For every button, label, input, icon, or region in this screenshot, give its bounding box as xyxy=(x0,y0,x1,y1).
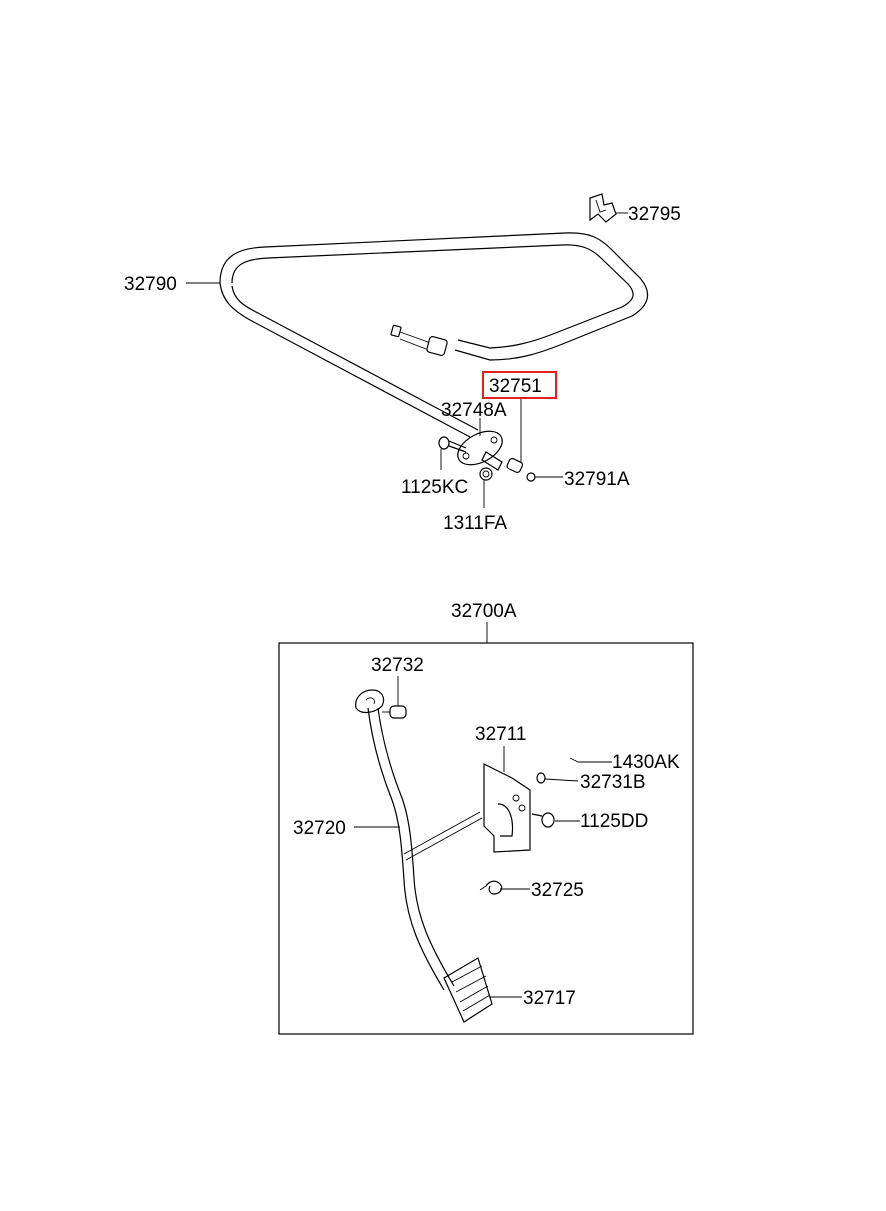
bracket-icon xyxy=(438,430,536,482)
highlight-box xyxy=(482,371,557,399)
part-label-32711[interactable]: 32711 xyxy=(475,724,526,745)
part-label-32700A[interactable]: 32700A xyxy=(451,601,517,622)
part-label-32751[interactable]: 32751 xyxy=(489,376,542,397)
leader-lines-upper xyxy=(186,212,628,508)
part-label-1125KC[interactable]: 1125KC xyxy=(401,477,468,498)
part-label-1125DD[interactable]: 1125DD xyxy=(580,811,648,832)
part-label-32790[interactable]: 32790 xyxy=(124,274,177,295)
part-label-1430AK[interactable]: 1430AK xyxy=(612,752,680,773)
clip-icon xyxy=(589,193,617,223)
part-label-32791A[interactable]: 32791A xyxy=(564,469,630,490)
cable-icon xyxy=(219,232,649,438)
leader-lines-lower xyxy=(354,676,612,998)
part-label-32795[interactable]: 32795 xyxy=(628,204,681,225)
assembly-box xyxy=(278,642,694,1035)
bracket-lower-icon xyxy=(483,757,579,853)
part-label-32720[interactable]: 32720 xyxy=(293,818,346,839)
part-label-32748A[interactable]: 32748A xyxy=(441,400,507,421)
part-label-1311FA[interactable]: 1311FA xyxy=(443,513,507,534)
pedal-icon xyxy=(355,689,503,1023)
part-label-32725[interactable]: 32725 xyxy=(531,880,584,901)
part-label-32732[interactable]: 32732 xyxy=(371,655,424,676)
part-label-32717[interactable]: 32717 xyxy=(523,988,576,1009)
part-label-32731B[interactable]: 32731B xyxy=(580,772,646,793)
